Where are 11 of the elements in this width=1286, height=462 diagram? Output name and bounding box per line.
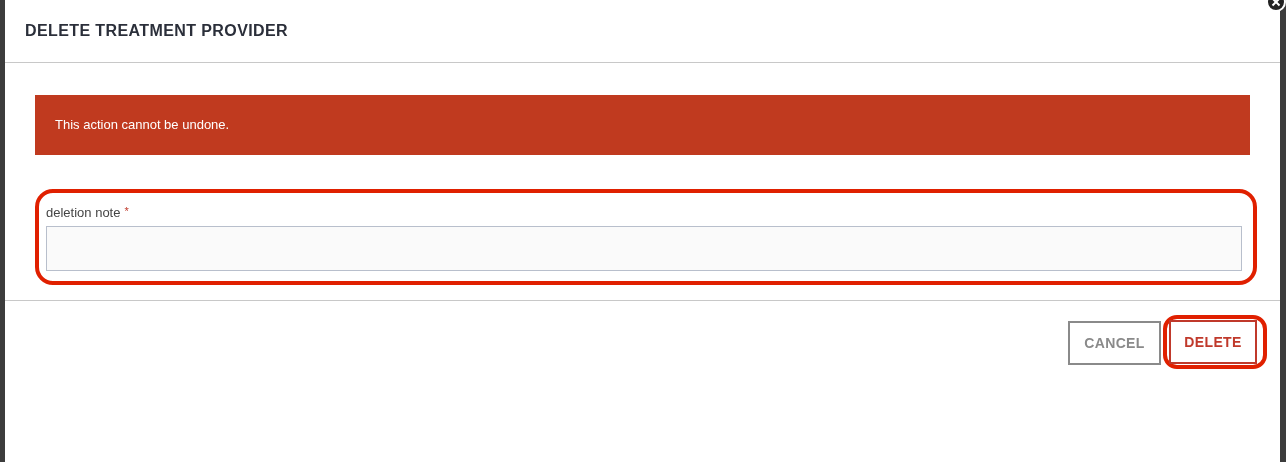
alert-banner xyxy=(35,95,1250,155)
dialog-title: DELETE TREATMENT PROVIDER xyxy=(25,21,289,41)
highlight-outline xyxy=(35,189,1257,285)
field-label: deletion note xyxy=(46,204,121,222)
cancel-button: CANCEL xyxy=(1068,321,1161,365)
alert-text: This action cannot be undone. xyxy=(55,116,230,135)
dialog-panel xyxy=(5,0,1280,462)
required-asterisk: * xyxy=(124,204,129,219)
delete-button: DELETE xyxy=(1169,320,1257,364)
input-field xyxy=(46,226,1242,271)
highlight-outline xyxy=(1163,315,1267,369)
